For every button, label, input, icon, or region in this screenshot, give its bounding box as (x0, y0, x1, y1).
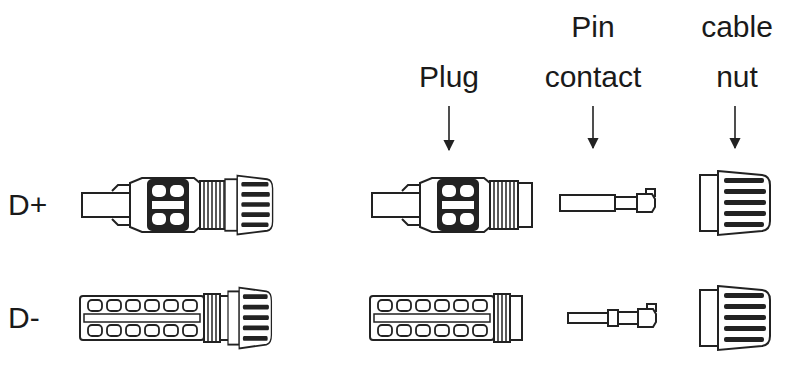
cable-nut (225, 176, 273, 235)
plug-body (82, 178, 242, 232)
assembled-minus-connector (80, 288, 271, 349)
assembled-plus-connector (82, 176, 273, 235)
plug-body (372, 178, 532, 232)
row-label: D- (8, 293, 78, 343)
leader-arrows (449, 106, 735, 150)
part-label: cable nut (679, 2, 795, 102)
part-label: Pin contact (528, 2, 658, 102)
cable-nut (228, 288, 271, 349)
leader-arrow (734, 106, 736, 148)
leader-arrow (448, 106, 450, 150)
pin-contact (568, 304, 656, 327)
row-label: D+ (8, 180, 78, 230)
pin-contact (560, 189, 655, 212)
leader-arrow (592, 106, 594, 148)
part-label: Plug (384, 52, 514, 102)
plug-body (370, 294, 522, 342)
cable-nut (700, 286, 770, 350)
cable-nut (700, 171, 770, 235)
plug-body (80, 294, 232, 342)
